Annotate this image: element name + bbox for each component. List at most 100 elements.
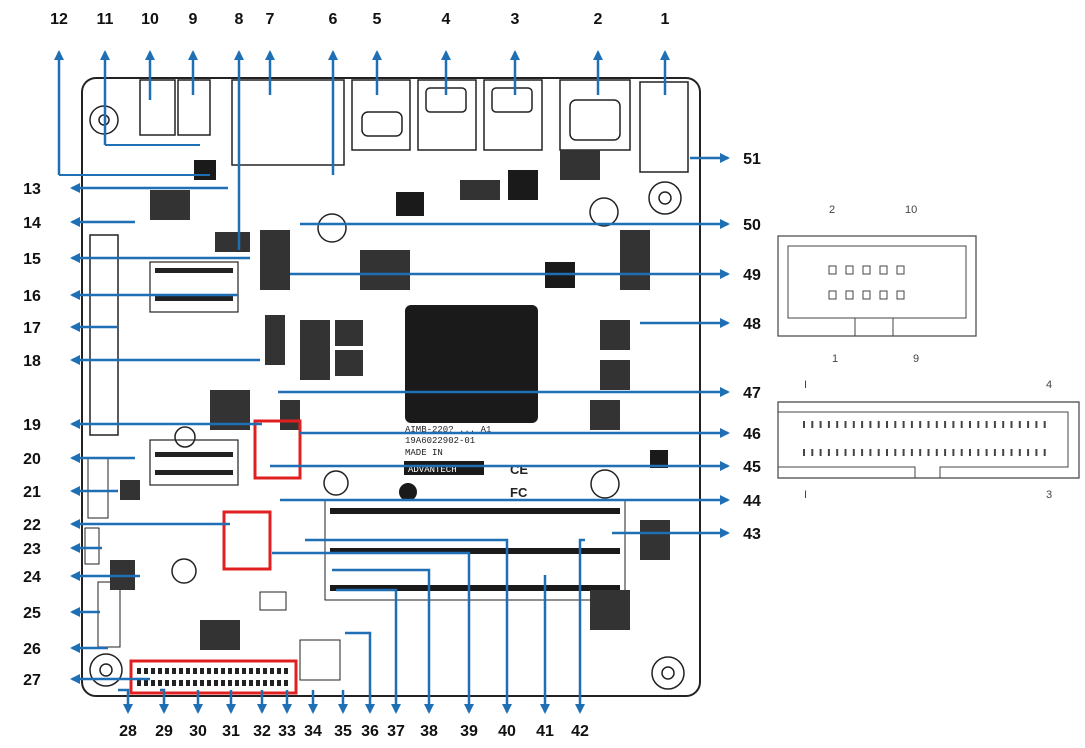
callout-label-5: 5: [373, 11, 382, 28]
connector-pin: [985, 421, 988, 428]
header-pin: [179, 680, 183, 686]
callout-line-36: [345, 631, 375, 714]
callout-label-46: 46: [743, 426, 761, 443]
callout-label-41: 41: [536, 723, 554, 740]
connector-pin: [886, 421, 888, 428]
connector-pin: [869, 421, 872, 428]
pin-label-2: 2: [829, 204, 835, 216]
header-pin: [179, 668, 183, 674]
connector-pin: [845, 290, 854, 300]
callout-label-27: 27: [23, 672, 41, 689]
header-pin: [193, 680, 197, 686]
connector-pin: [862, 265, 871, 275]
large-pin-label-br: 3: [1046, 489, 1052, 501]
large-pin-label-bl: I: [804, 489, 807, 501]
chipset-f: [335, 320, 363, 346]
connector-pin: [886, 449, 888, 456]
header-pin: [172, 680, 176, 686]
header-pin: [242, 668, 246, 674]
callout-line-38: [332, 568, 434, 714]
board-model-line2: 19A6022902-01: [405, 436, 475, 446]
connector-pin: [910, 449, 913, 456]
connector-pin: [896, 290, 905, 300]
header-pin: [249, 680, 253, 686]
callout-label-42: 42: [571, 723, 589, 740]
bottom-headers: [84, 457, 341, 681]
callout-label-25: 25: [23, 605, 41, 622]
connector-pin: [869, 449, 872, 456]
connector-pin: [862, 290, 871, 300]
connector-pin: [819, 449, 822, 456]
callouts: 1234567891011121314151617181920212223242…: [23, 11, 761, 740]
header-pin: [207, 680, 211, 686]
callout-line-39: [272, 551, 474, 714]
connector-pin: [969, 449, 971, 456]
large-pin-label-tr: 4: [1046, 379, 1052, 391]
callout-label-36: 36: [361, 723, 379, 740]
callout-label-7: 7: [266, 11, 275, 28]
brand-logo: ADVANTECH: [408, 465, 457, 475]
header-pin: [158, 668, 162, 674]
connector-pin: [1027, 421, 1030, 428]
callout-label-26: 26: [23, 641, 41, 658]
callout-label-10: 10: [141, 11, 159, 28]
left-long-header: [89, 234, 119, 436]
callout-label-24: 24: [23, 569, 41, 586]
header-pin: [228, 680, 232, 686]
connector-pin: [879, 290, 888, 300]
callout-label-17: 17: [23, 320, 41, 337]
board: AIMB-220? ... A1 19A6022902-01 MADE IN A…: [81, 77, 701, 697]
callout-line-29: [159, 688, 169, 714]
connector-pin: [1035, 449, 1038, 456]
header-pin: [235, 680, 239, 686]
header-pin: [270, 680, 274, 686]
connector-pin: [879, 265, 888, 275]
callout-label-16: 16: [23, 288, 41, 305]
header-pin: [263, 680, 267, 686]
header-pin: [256, 680, 260, 686]
chipset-e: [194, 160, 216, 180]
callout-label-34: 34: [304, 723, 322, 740]
callout-label-43: 43: [743, 526, 761, 543]
callout-line-40: [305, 538, 512, 714]
chipset-b: [508, 170, 538, 200]
chipset-a: [396, 192, 424, 216]
callout-label-22: 22: [23, 517, 41, 534]
connector-pin: [919, 421, 922, 428]
pin-label-10: 10: [905, 204, 917, 216]
connector-pin: [985, 449, 988, 456]
header-pin: [165, 680, 169, 686]
connector-pin: [827, 421, 830, 428]
connector-pin: [861, 421, 864, 428]
highlight-boxes: [129, 419, 302, 695]
header-pin: [228, 668, 232, 674]
callout-label-28: 28: [119, 723, 137, 740]
header-pin: [242, 680, 246, 686]
connector-small-detail: 2 10 1 9: [777, 204, 977, 365]
header-pin: [200, 668, 204, 674]
connector-pin: [803, 449, 805, 456]
connector-pin: [935, 449, 938, 456]
connector-pin: [1018, 449, 1021, 456]
header-pin: [284, 668, 288, 674]
header-pin: [165, 668, 169, 674]
header-pin: [256, 668, 260, 674]
connector-pin: [902, 449, 905, 456]
header-pin: [137, 680, 141, 686]
header-pin: [137, 668, 141, 674]
callout-label-47: 47: [743, 385, 761, 402]
connector-pin: [827, 449, 830, 456]
header-pin: [144, 668, 148, 674]
header-pin: [221, 680, 225, 686]
connector-pin: [927, 421, 930, 428]
header-pin: [144, 680, 148, 686]
callout-label-45: 45: [743, 459, 761, 476]
callout-label-51: 51: [743, 151, 761, 168]
bottom-header-pins: [137, 668, 288, 686]
header-pin: [270, 668, 274, 674]
chipset-d: [650, 450, 668, 468]
callout-label-9: 9: [189, 11, 198, 28]
connector-pin: [811, 421, 814, 428]
header-pin: [151, 680, 155, 686]
